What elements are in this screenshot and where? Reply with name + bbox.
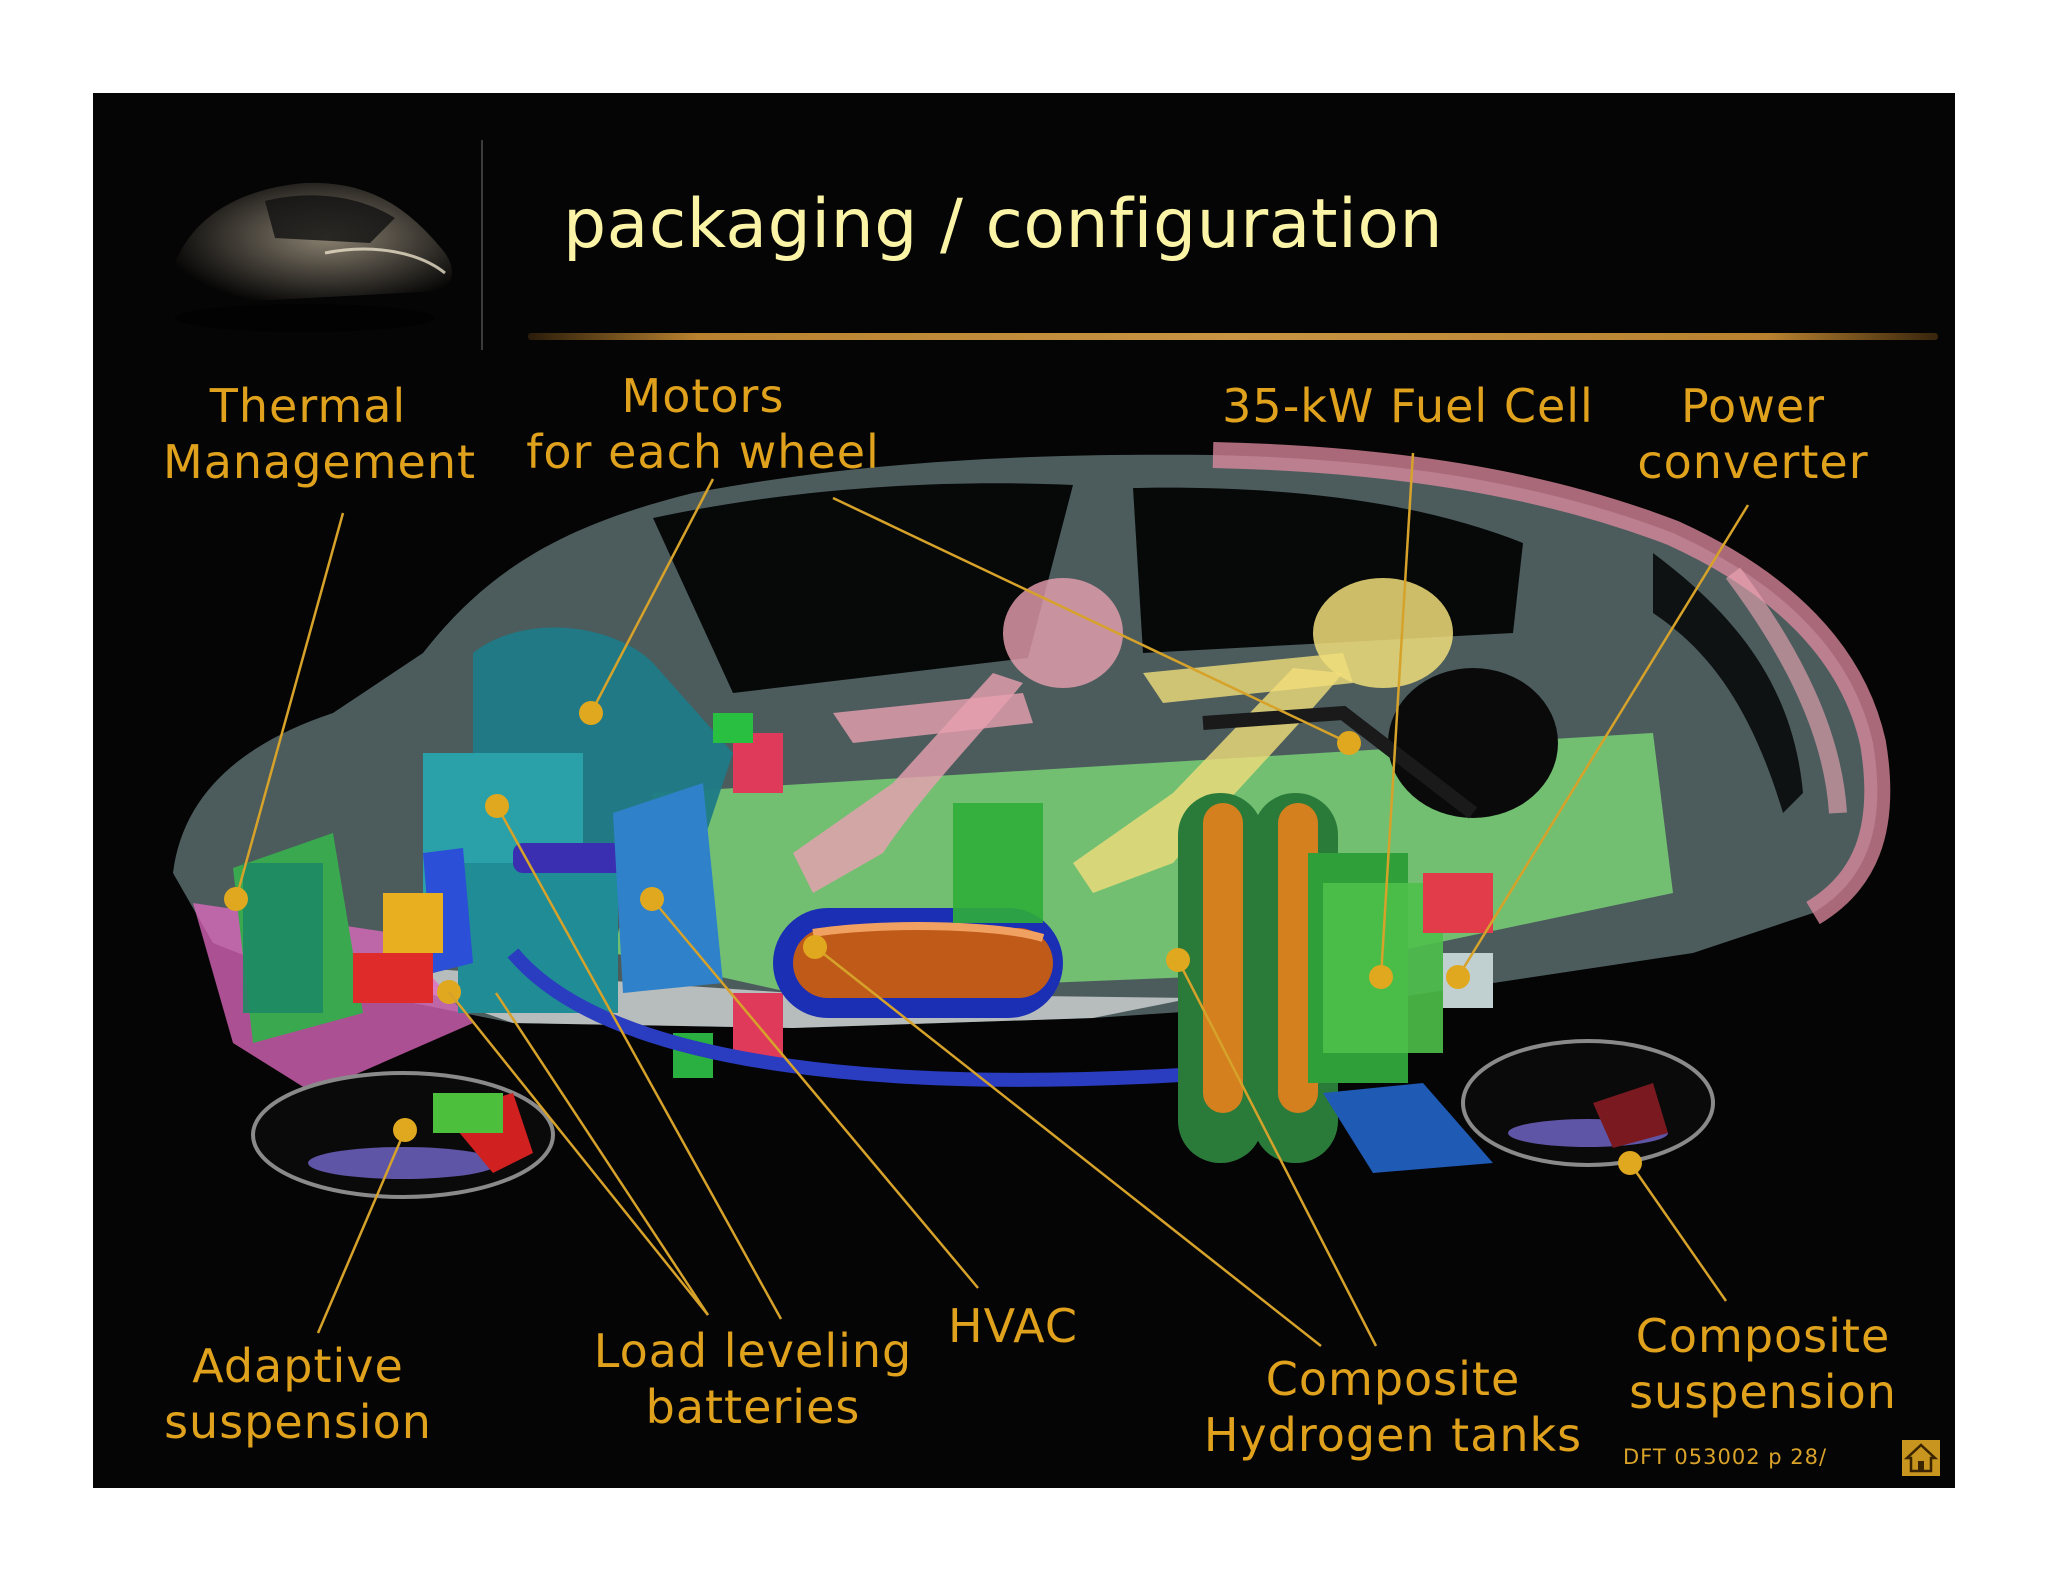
slide-title: packaging / configuration xyxy=(563,185,1444,264)
car-packaging-diagram xyxy=(173,442,1891,1347)
label-motors: Motors for each wheel xyxy=(526,369,880,479)
label-composite-suspension: Composite suspension xyxy=(1629,1309,1897,1419)
fuel-cell-module xyxy=(1202,705,1668,1173)
label-fuel-cell: 35-kW Fuel Cell xyxy=(1222,379,1594,433)
callout-dots xyxy=(224,701,1642,1175)
slide-footer: DFT 053002 p 28/ xyxy=(1623,1445,1828,1469)
label-power-converter: Power converter xyxy=(1637,379,1869,489)
callout-lines xyxy=(234,452,1750,1347)
home-icon[interactable] xyxy=(1901,1439,1941,1477)
title-rule xyxy=(528,333,1938,340)
label-composite-hydrogen-tanks: Composite Hydrogen tanks xyxy=(1203,1352,1583,1462)
front-components xyxy=(233,627,1214,1173)
label-load-leveling-batteries: Load leveling batteries xyxy=(593,1324,913,1434)
label-adaptive-suspension: Adaptive suspension xyxy=(164,1339,432,1449)
car-thumbnail xyxy=(174,182,452,332)
slide: packaging / configuration xyxy=(93,93,1955,1488)
label-thermal-management: Thermal Management xyxy=(163,379,477,489)
header-divider xyxy=(481,140,483,350)
label-hvac: HVAC xyxy=(948,1299,1078,1353)
